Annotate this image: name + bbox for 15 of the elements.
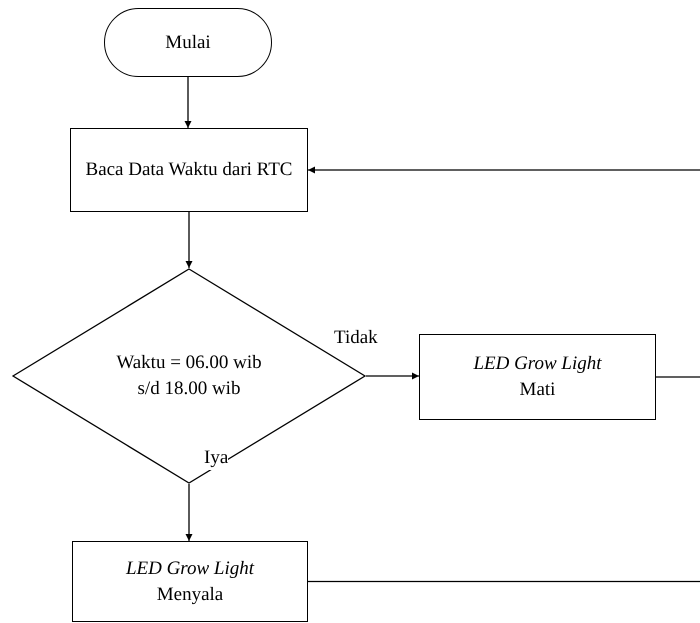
process-box [419, 334, 656, 420]
node-text: Mulai [165, 30, 211, 55]
node-text: Baca Data Waktu dari RTC [86, 158, 292, 182]
arrow [186, 212, 192, 268]
connector-line [308, 580, 700, 582]
node-text: Waktu = 06.00 wib s/d 18.00 wib [115, 351, 263, 401]
node-text: LED Grow Light Mati [472, 352, 603, 402]
arrow [186, 484, 192, 541]
arrow [308, 166, 700, 174]
arrow [184, 77, 192, 128]
process-box [70, 128, 308, 212]
node-text: LED Grow Light Menyala [124, 556, 256, 606]
process-box [72, 541, 308, 622]
connector-line [656, 376, 700, 378]
arrow [366, 372, 419, 380]
